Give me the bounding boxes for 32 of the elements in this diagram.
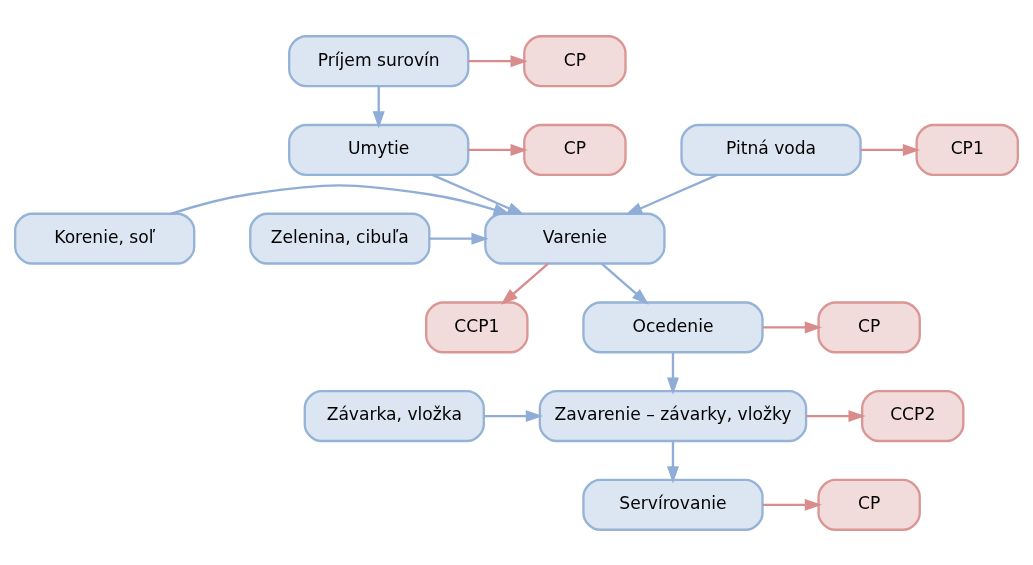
arrow [429,232,489,245]
node-box: Varenie [484,212,666,265]
arrow [431,173,525,215]
arrow [762,498,822,511]
arrow [666,440,679,483]
node-box: Umytie [288,123,470,176]
node-box: CP [817,478,921,531]
arrow [860,143,920,156]
node-box: CCP1 [425,300,529,353]
node-box: CP [523,34,627,87]
node-box: CCP2 [860,389,965,442]
node-box: Ocedenie [582,300,764,353]
arrow [625,173,718,215]
node-box: Zavarenie – závarky, vložky [538,389,808,442]
arrow [806,409,866,422]
node-box: Pitná voda [680,123,862,176]
node-box: CP1 [915,123,1019,176]
arrow [468,143,528,156]
node-box: CP [523,123,627,176]
node-box: Zelenina, cibuľa [249,212,431,265]
arrow [468,54,528,67]
arrow [484,409,543,422]
node-box: Servírovanie [582,478,764,531]
arrow [762,320,822,333]
node-box: CP [817,300,921,353]
node-box: Korenie, soľ [14,212,196,265]
arrow [500,262,549,305]
node-box: Závarka, vložka [303,389,485,442]
arrow [600,262,649,305]
arrow [372,85,385,128]
node-box: Príjem surovín [288,34,470,87]
arrow [666,351,679,395]
